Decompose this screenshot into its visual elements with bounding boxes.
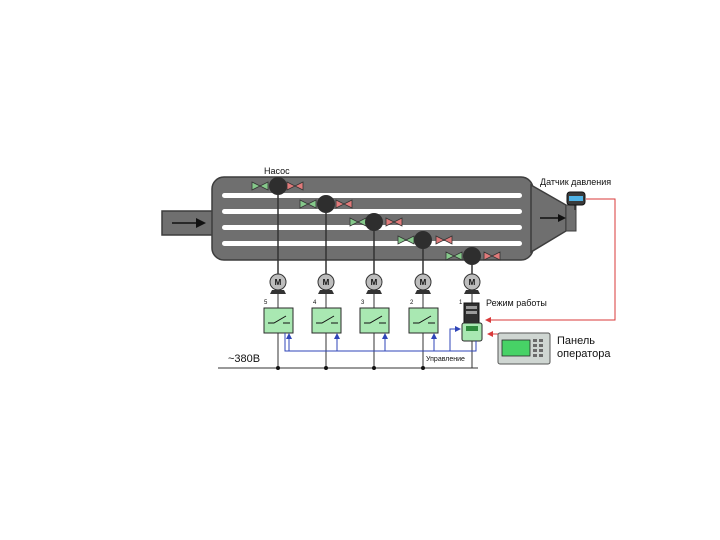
starter-box	[263, 307, 294, 334]
motor-icon: M	[463, 273, 481, 294]
flow-arrow-icon	[172, 218, 206, 228]
bus-junctions	[276, 366, 425, 370]
starter-box	[311, 307, 342, 334]
voltage-label: ~380В	[228, 353, 260, 365]
motor-icon: M	[269, 273, 287, 294]
switch-icon	[268, 315, 290, 324]
unit-number: 1	[459, 300, 463, 306]
pipe-gap	[222, 241, 522, 246]
pump-icon	[397, 231, 453, 249]
motor-symbol: M	[323, 278, 330, 287]
control-label: Управление	[426, 356, 465, 363]
panel-label-line1: Панель	[557, 335, 595, 347]
unit-number: 3	[361, 300, 365, 306]
pressure-sensor-label: Датчик давления	[540, 177, 611, 187]
motor-symbol: M	[275, 278, 282, 287]
unit-number: 4	[313, 300, 317, 306]
pump-icon	[445, 247, 501, 265]
pressure-sensor-icon	[566, 191, 586, 210]
unit-number: 2	[410, 300, 414, 306]
motors: M M M M M	[269, 273, 481, 294]
pump-icon	[349, 213, 403, 231]
unit-number: 5	[264, 300, 268, 306]
switch-icon	[364, 315, 386, 324]
operator-panel-icon	[497, 332, 551, 365]
switch-icon	[316, 315, 338, 324]
pump-label: Насос	[264, 166, 290, 176]
frequency-converter-icon	[461, 302, 483, 342]
pipe-gap	[222, 193, 522, 198]
mode-label: Режим работы	[486, 298, 547, 308]
pump-icon	[251, 177, 304, 195]
motor-symbol: M	[371, 278, 378, 287]
pumps	[251, 177, 501, 265]
starters	[263, 307, 439, 334]
motor-icon: M	[414, 273, 432, 294]
starter-box	[359, 307, 390, 334]
motor-symbol: M	[420, 278, 427, 287]
motor-shafts	[277, 195, 473, 274]
starter-box	[408, 307, 439, 334]
switch-icon	[413, 315, 435, 324]
motor-symbol: M	[469, 278, 476, 287]
pump-icon	[299, 195, 353, 213]
flow-arrow-icon	[540, 214, 566, 222]
pipe-gap	[222, 209, 522, 214]
panel-label-line2: оператора	[557, 348, 611, 360]
control-signals	[284, 326, 477, 352]
motor-icon: M	[317, 273, 335, 294]
motor-icon: M	[365, 273, 383, 294]
